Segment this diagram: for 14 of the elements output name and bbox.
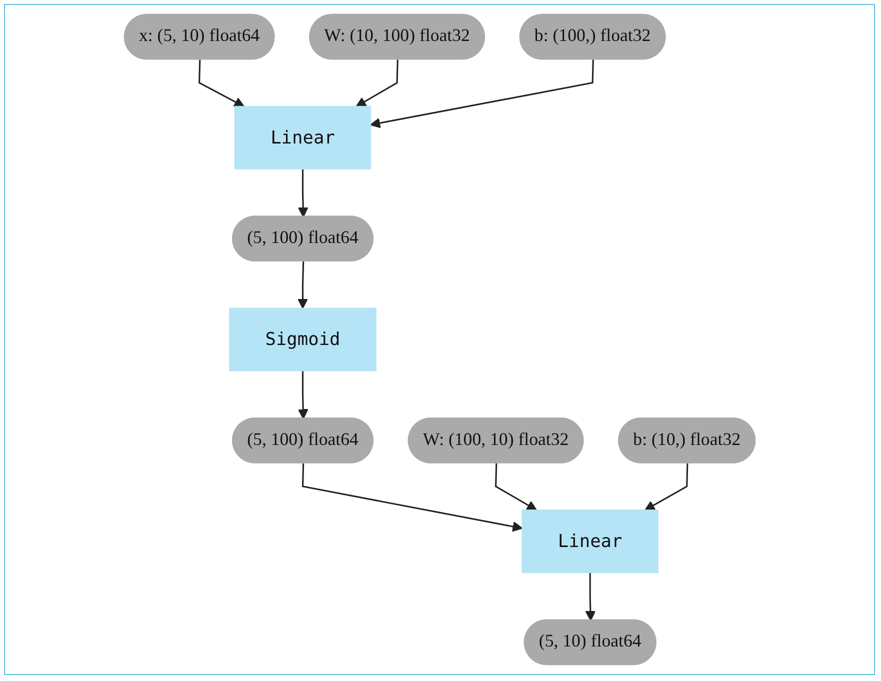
arrow: [302, 463, 523, 532]
node-box: [228, 308, 376, 372]
arrow: [298, 168, 308, 218]
arrow: [198, 60, 244, 107]
arrow: [584, 572, 596, 622]
node-box: [234, 106, 371, 170]
arrow: [644, 463, 688, 511]
arrow: [298, 370, 308, 420]
arrow: [356, 60, 398, 107]
arrow: [370, 60, 594, 128]
arrow: [297, 261, 308, 309]
arrow: [494, 463, 537, 511]
diagram-frame: x: (5, 10) float64 W: (10, 100) float32 b: (100,) float32 Linear (5, 100) float64 Sigmoid (5, 100) float64 W: (100, 10) float32 b: (10,) float32 Linear (5, 10) float64: [4, 4, 875, 675]
node-box: [521, 510, 658, 574]
